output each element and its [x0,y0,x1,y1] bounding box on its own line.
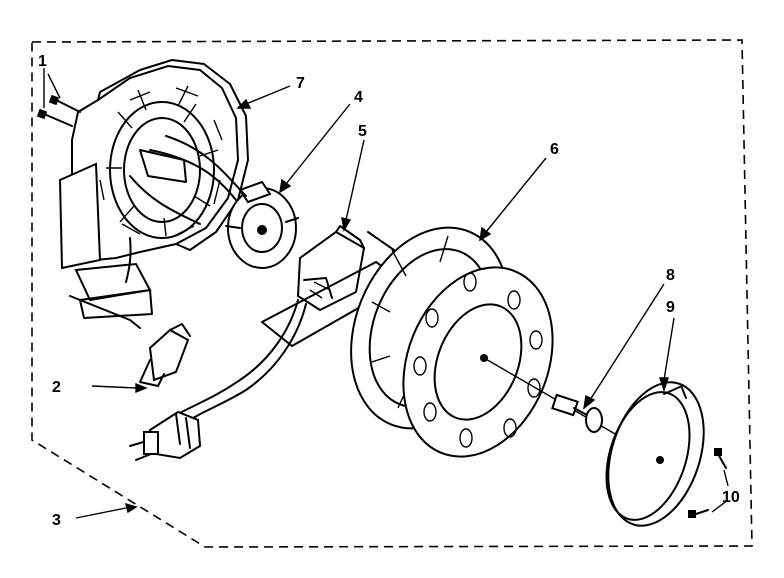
label-part-8: 8 [666,267,675,284]
part-clip [139,323,191,387]
label-part-7: 7 [296,75,305,92]
part-spring-pin [551,393,603,433]
part-cover [605,381,705,527]
part-reel [350,226,554,458]
label-part-4: 4 [354,89,363,106]
wiring [125,135,247,283]
part-screws-1 [36,94,81,127]
label-part-1: 1 [38,53,47,70]
part-screws-10 [688,448,727,518]
leader-arrows [43,68,729,519]
label-part-2: 2 [52,379,61,396]
part-brush-block [261,225,405,347]
part-power-cord [129,299,307,461]
label-part-9: 9 [666,299,675,316]
label-part-5: 5 [358,123,367,140]
part-switch [225,180,299,269]
part-housing [58,59,249,329]
label-part-3: 3 [52,512,61,529]
label-part-10: 10 [722,489,740,506]
assembly-boundary [31,39,753,548]
label-part-6: 6 [550,141,559,158]
